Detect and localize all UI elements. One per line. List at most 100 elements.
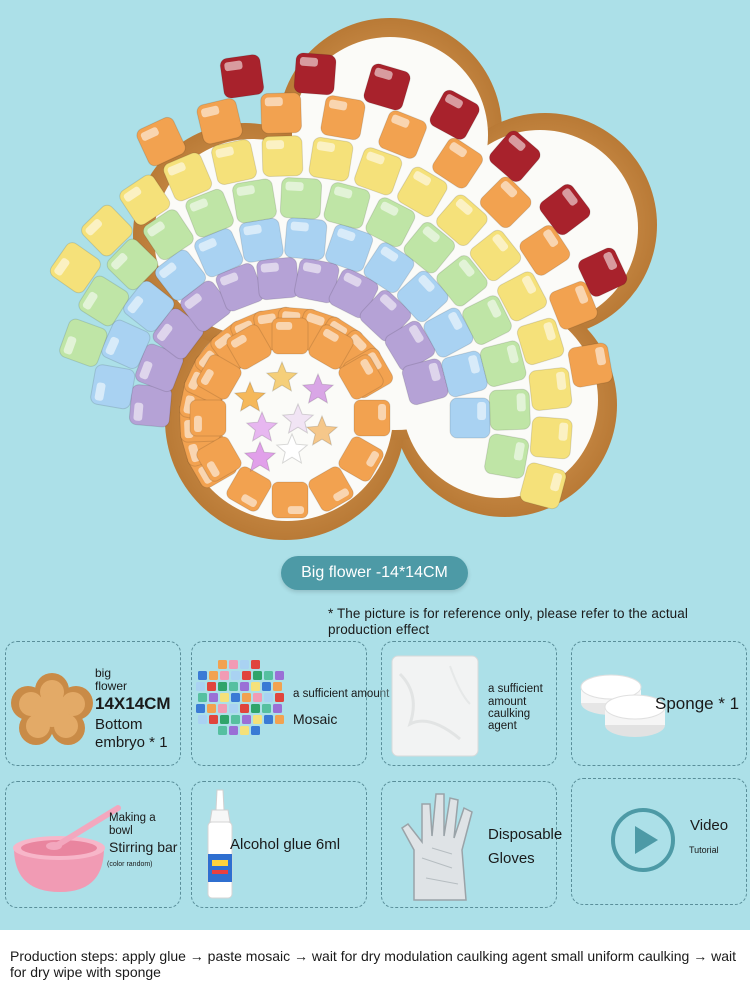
mosaic-tile-highlight bbox=[328, 99, 348, 111]
mosaic-name: Mosaic bbox=[293, 711, 338, 727]
mini-mosaic-tile bbox=[218, 682, 227, 691]
mosaic-tile-highlight bbox=[558, 422, 569, 441]
mosaic-tile-highlight bbox=[380, 246, 399, 262]
mini-mosaic-tile bbox=[198, 693, 207, 702]
mini-mosaic-tile bbox=[253, 671, 262, 680]
star-tile bbox=[281, 402, 315, 434]
star-tile bbox=[243, 440, 277, 472]
mosaic-tile-highlight bbox=[111, 253, 128, 270]
mosaic-tile-highlight bbox=[189, 198, 208, 212]
mosaic-tile-highlight bbox=[550, 472, 562, 492]
mosaic-tile-highlight bbox=[428, 362, 441, 382]
mosaic-tile-highlight bbox=[188, 443, 201, 463]
mosaic-tile-highlight bbox=[500, 180, 518, 198]
glue-name: Alcohol glue 6ml bbox=[230, 836, 341, 853]
mosaic-tile-highlight bbox=[188, 371, 203, 390]
mosaic-tile-highlight bbox=[391, 114, 410, 128]
mosaic-tile-highlight bbox=[147, 221, 165, 237]
mosaic-tile bbox=[539, 183, 591, 236]
mosaic-tile bbox=[78, 275, 130, 327]
mini-mosaic-tile bbox=[218, 704, 227, 713]
mosaic-tile bbox=[101, 319, 151, 369]
mosaic-tile bbox=[226, 466, 272, 512]
mini-mosaic-tile bbox=[231, 671, 240, 680]
mosaic-tile-highlight bbox=[198, 350, 215, 368]
base-name: Bottom bbox=[95, 716, 143, 733]
mini-mosaic-tile bbox=[242, 671, 251, 680]
mini-mosaic-tile bbox=[196, 704, 205, 713]
mosaic-tile bbox=[423, 307, 474, 358]
mosaic-tile bbox=[469, 229, 522, 282]
mosaic-tile-highlight bbox=[133, 402, 144, 421]
bowl-note: (color random) bbox=[107, 861, 153, 868]
mini-mosaic-tile bbox=[209, 693, 218, 702]
mosaic-tile-highlight bbox=[380, 201, 399, 216]
mini-mosaic-tile bbox=[262, 704, 271, 713]
play-video-icon[interactable] bbox=[610, 807, 676, 873]
sponge-name: Sponge * 1 bbox=[655, 694, 740, 713]
mini-mosaic-tile bbox=[275, 693, 284, 702]
glue-bottle-icon bbox=[207, 789, 233, 899]
mosaic-tile bbox=[106, 238, 159, 291]
mosaic-amount: a sufficient amount bbox=[293, 688, 390, 700]
mosaic-tile bbox=[489, 130, 541, 183]
mosaic-tile-highlight bbox=[285, 181, 304, 192]
mosaic-tile-highlight bbox=[198, 238, 217, 252]
mosaic-tile bbox=[462, 295, 512, 345]
mini-mosaic-tile bbox=[262, 682, 271, 691]
mosaic-tile bbox=[432, 137, 484, 189]
mosaic-tile-highlight bbox=[334, 186, 353, 199]
mosaic-tile bbox=[226, 324, 272, 370]
mosaic-tile-highlight bbox=[266, 140, 285, 150]
mosaic-tile-highlight bbox=[603, 251, 618, 270]
mosaic-tile bbox=[123, 280, 175, 333]
mosaic-tile-highlight bbox=[366, 451, 380, 467]
component-card-video[interactable]: Video Tutorial bbox=[571, 778, 747, 905]
mini-mosaic-tile bbox=[251, 726, 260, 735]
mosaic-tile bbox=[59, 318, 108, 367]
mosaic-tile bbox=[196, 436, 242, 482]
mosaic-tile bbox=[577, 247, 628, 297]
mosaic-tile bbox=[219, 54, 265, 99]
mini-mosaic-tile bbox=[207, 704, 216, 713]
mosaic-tile-highlight bbox=[302, 262, 322, 274]
mosaic-tile-highlight bbox=[487, 299, 502, 318]
mosaic-tile bbox=[256, 256, 300, 301]
mosaic-tile-highlight bbox=[513, 442, 525, 461]
mosaic-tile bbox=[519, 224, 571, 276]
mosaic-tile-highlight bbox=[290, 221, 309, 232]
component-card-bottom-embryo: big flower 14X14CM Bottom embryo * 1 bbox=[5, 641, 181, 766]
star-tile bbox=[305, 414, 339, 446]
mosaic-tile-highlight bbox=[374, 67, 393, 80]
gloves-line1: Disposable bbox=[488, 826, 563, 843]
mini-mosaic-tile bbox=[275, 671, 284, 680]
product-hero-image bbox=[49, 18, 657, 540]
star-tiles bbox=[233, 360, 339, 472]
mosaic-tile bbox=[142, 209, 194, 261]
mosaic-tile-highlight bbox=[508, 134, 526, 151]
mosaic-tile bbox=[479, 176, 532, 229]
component-card-bowl: Making a bowl Stirring bar (color random… bbox=[5, 781, 181, 908]
mosaic-tile-highlight bbox=[200, 369, 214, 385]
bowl-line1: Making a bbox=[109, 812, 156, 824]
mosaic-tile bbox=[211, 139, 257, 185]
mosaic-tile-highlight bbox=[241, 494, 257, 508]
mosaic-tile-highlight bbox=[94, 382, 106, 401]
mosaic-tile-highlight bbox=[139, 361, 153, 380]
mini-mosaic-tile bbox=[231, 715, 240, 724]
mosaic-tile bbox=[49, 242, 101, 294]
component-card-glue: Alcohol glue 6ml bbox=[191, 781, 367, 908]
mosaic-tile-highlight bbox=[379, 294, 397, 311]
mini-mosaic-tile bbox=[229, 682, 238, 691]
mosaic-tile bbox=[429, 89, 480, 140]
mosaic-tile-highlight bbox=[492, 234, 509, 252]
mosaic-tile-highlight bbox=[360, 358, 374, 375]
mosaic-tile-highlight bbox=[206, 461, 220, 478]
mosaic-tile bbox=[436, 255, 488, 307]
mosaic-tile bbox=[308, 466, 354, 512]
base-size: 14X14CM bbox=[95, 694, 171, 713]
mosaic-tile-highlight bbox=[506, 344, 519, 364]
mosaic-tile bbox=[325, 223, 374, 272]
caulking-line1: a sufficient bbox=[488, 683, 543, 695]
mini-mosaic-tile bbox=[209, 671, 218, 680]
